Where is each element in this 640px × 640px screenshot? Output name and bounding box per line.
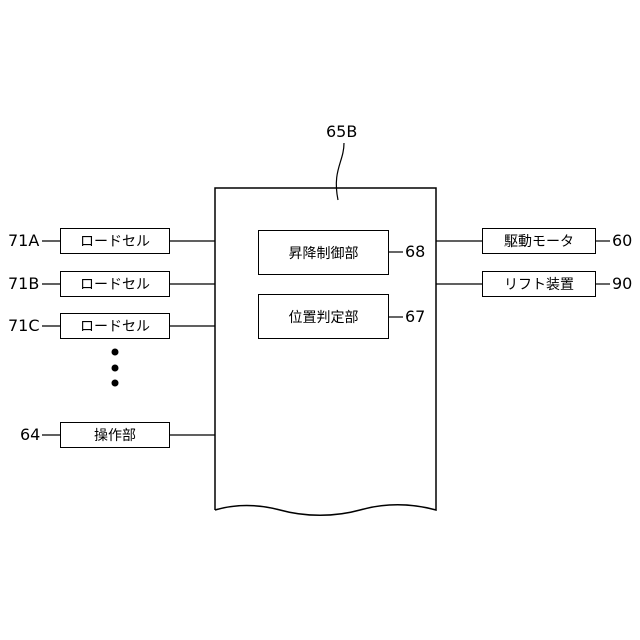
position-judgment-unit-ref: 67 xyxy=(405,309,425,325)
load-cell-a-label: ロードセル xyxy=(80,231,150,251)
ellipsis-dot xyxy=(112,365,119,372)
leader-65B xyxy=(336,143,344,200)
lift-device-label: リフト装置 xyxy=(504,274,574,294)
load-cell-c-label: ロードセル xyxy=(80,316,150,336)
load-cell-a-ref: 71A xyxy=(8,233,39,249)
position-judgment-unit-box: 位置判定部 xyxy=(258,294,389,339)
operation-unit-box: 操作部 xyxy=(60,422,170,448)
drive-motor-label: 駆動モータ xyxy=(504,231,574,251)
load-cell-a-box: ロードセル xyxy=(60,228,170,254)
operation-unit-ref: 64 xyxy=(20,427,40,443)
ellipsis-dot xyxy=(112,349,119,356)
controller-ref: 65B xyxy=(326,124,357,140)
operation-unit-label: 操作部 xyxy=(94,425,136,445)
lift-device-ref: 90 xyxy=(612,276,632,292)
position-judgment-unit-label: 位置判定部 xyxy=(289,307,359,327)
drive-motor-ref: 60 xyxy=(612,233,632,249)
load-cell-c-ref: 71C xyxy=(8,318,40,334)
lift-device-box: リフト装置 xyxy=(482,271,596,297)
ellipsis-dot xyxy=(112,380,119,387)
load-cell-b-box: ロードセル xyxy=(60,271,170,297)
load-cell-c-box: ロードセル xyxy=(60,313,170,339)
load-cell-b-ref: 71B xyxy=(8,276,39,292)
lift-control-unit-ref: 68 xyxy=(405,244,425,260)
lift-control-unit-box: 昇降制御部 xyxy=(258,230,389,275)
lift-control-unit-label: 昇降制御部 xyxy=(289,243,359,263)
load-cell-b-label: ロードセル xyxy=(80,274,150,294)
drive-motor-box: 駆動モータ xyxy=(482,228,596,254)
